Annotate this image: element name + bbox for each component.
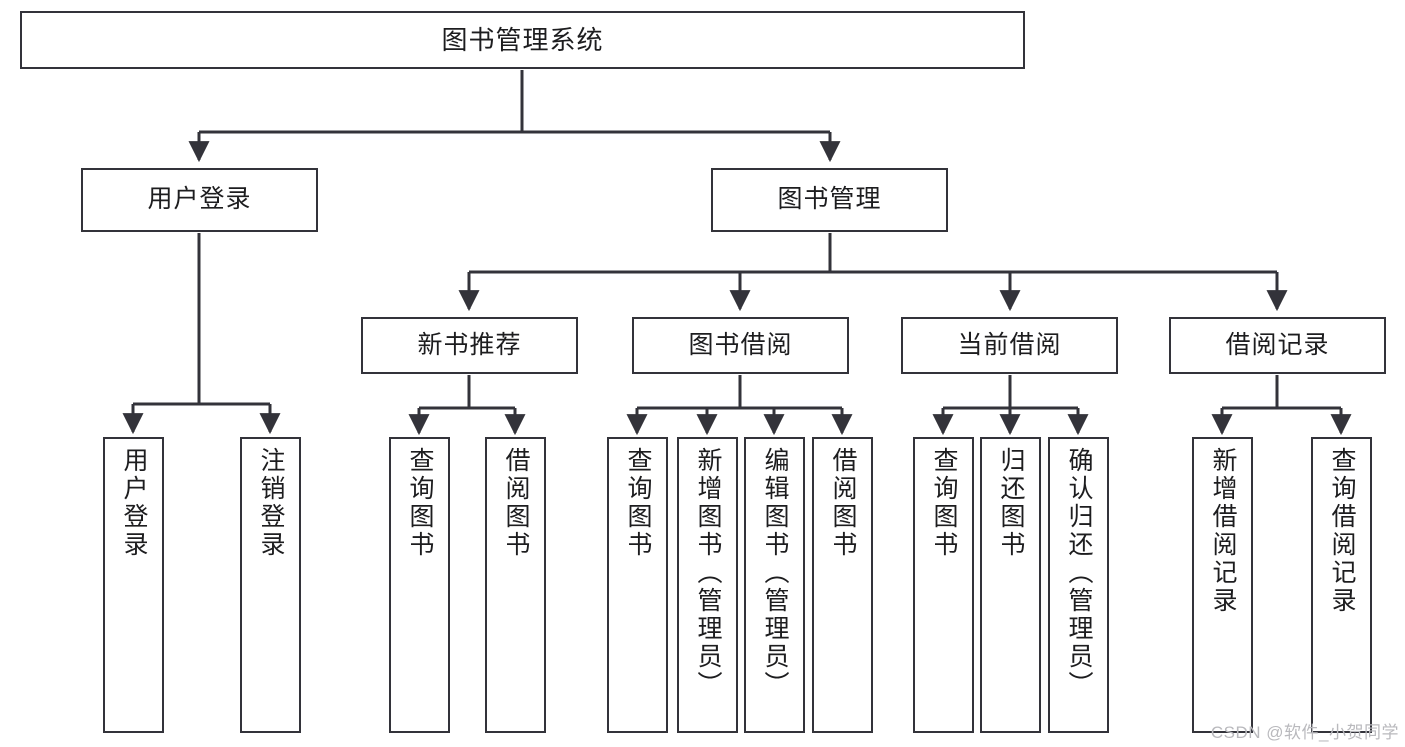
leaf-borrow-query-book[interactable]: 查询图书 — [607, 437, 668, 733]
node-current-borrowing[interactable]: 当前借阅 — [901, 317, 1118, 374]
node-label: 确认归还（管理员） — [1065, 447, 1093, 699]
leaf-user-login-logout[interactable]: 注销登录 — [240, 437, 301, 733]
node-label: 图书管理系统 — [441, 24, 604, 55]
node-book-management[interactable]: 图书管理 — [711, 168, 948, 232]
leaf-current-query-book[interactable]: 查询图书 — [913, 437, 974, 733]
leaf-borrow-borrow-book[interactable]: 借阅图书 — [812, 437, 873, 733]
leaf-recommend-query-book[interactable]: 查询图书 — [389, 437, 450, 733]
leaf-borrow-add-book-admin[interactable]: 新增图书（管理员） — [677, 437, 738, 733]
leaf-current-confirm-return-admin[interactable]: 确认归还（管理员） — [1048, 437, 1109, 733]
node-label: 注销登录 — [257, 447, 285, 559]
node-borrowing-record[interactable]: 借阅记录 — [1169, 317, 1386, 374]
node-label: 新增借阅记录 — [1209, 447, 1237, 615]
node-label: 编辑图书（管理员） — [761, 447, 789, 699]
node-label: 图书借阅 — [688, 330, 793, 359]
leaf-user-login-login[interactable]: 用户登录 — [103, 437, 164, 733]
leaf-current-return-book[interactable]: 归还图书 — [980, 437, 1041, 733]
node-label: 用户登录 — [147, 185, 252, 214]
node-label: 查询借阅记录 — [1328, 447, 1356, 615]
node-label: 借阅图书 — [502, 447, 530, 559]
node-label: 查询图书 — [406, 447, 434, 559]
leaf-record-add-borrow-record[interactable]: 新增借阅记录 — [1192, 437, 1253, 733]
node-label: 用户登录 — [120, 447, 148, 559]
node-new-book-recommendation[interactable]: 新书推荐 — [361, 317, 578, 374]
leaf-borrow-edit-book-admin[interactable]: 编辑图书（管理员） — [744, 437, 805, 733]
node-user-login[interactable]: 用户登录 — [81, 168, 318, 232]
leaf-recommend-borrow-book[interactable]: 借阅图书 — [485, 437, 546, 733]
node-label: 归还图书 — [997, 447, 1025, 559]
node-label: 新增图书（管理员） — [694, 447, 722, 699]
node-label: 查询图书 — [624, 447, 652, 559]
leaf-record-query-borrow-record[interactable]: 查询借阅记录 — [1311, 437, 1372, 733]
node-label: 新书推荐 — [417, 330, 522, 359]
node-label: 借阅记录 — [1225, 330, 1330, 359]
node-book-borrowing[interactable]: 图书借阅 — [632, 317, 849, 374]
node-label: 借阅图书 — [829, 447, 857, 559]
node-label: 当前借阅 — [957, 330, 1062, 359]
node-root-book-management-system[interactable]: 图书管理系统 — [20, 11, 1025, 69]
node-label: 图书管理 — [777, 185, 882, 214]
watermark-text: CSDN @软件_小贺同学 — [1210, 723, 1399, 742]
node-label: 查询图书 — [930, 447, 958, 559]
